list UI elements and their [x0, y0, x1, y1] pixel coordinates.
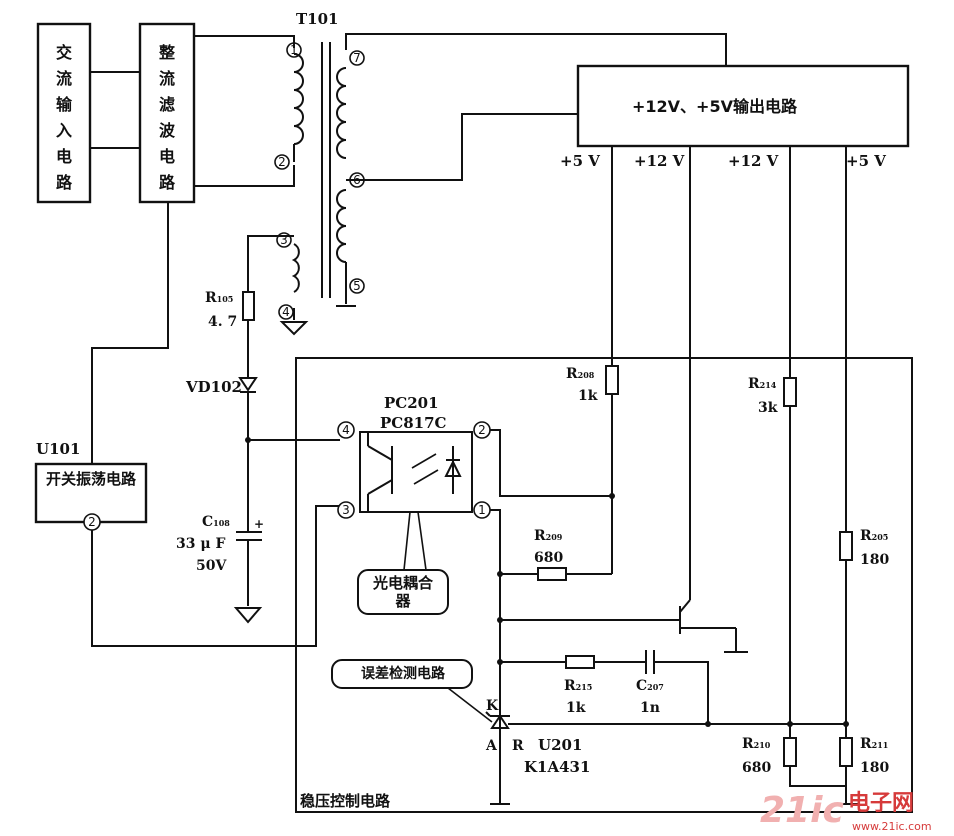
- r209-value: 680: [534, 550, 563, 566]
- r214-value: 3k: [758, 400, 778, 416]
- output-box: [576, 64, 910, 148]
- r209-resistor: [537, 567, 567, 581]
- r211-name: R211: [860, 736, 888, 752]
- r214-resistor: [783, 377, 797, 407]
- r105-value: 4. 7: [208, 314, 237, 330]
- u201-symbol: [490, 714, 510, 729]
- r215-name: R215: [564, 678, 592, 694]
- c108-value2: 50V: [196, 558, 227, 574]
- r210-value: 680: [742, 760, 771, 776]
- r208-name: R208: [566, 366, 595, 382]
- ground-symbol-aux: [279, 321, 309, 336]
- watermark: 21ic 电子网 www.21ic.com: [760, 790, 932, 833]
- switch-osc-label: 开关振荡电路: [46, 470, 137, 488]
- r209-name: R209: [534, 528, 563, 544]
- c207-value: 1n: [640, 700, 660, 716]
- optocoupler-note-box: [357, 569, 449, 615]
- r205-resistor: [839, 531, 853, 561]
- output-rail-3: +12 V: [728, 152, 779, 170]
- pc201-name: PC201: [384, 394, 439, 412]
- svg-text:+: +: [254, 517, 264, 531]
- u201-r: R: [512, 738, 524, 754]
- optocoupler-note-label: 光电耦合器: [372, 574, 433, 610]
- regulator-frame: [295, 357, 913, 813]
- secondary-winding-lower: [336, 189, 347, 263]
- pc201-part: PC817C: [380, 414, 447, 432]
- pin-2: 2: [278, 155, 286, 169]
- ac-input-box: [36, 22, 92, 204]
- secondary-winding-upper: [336, 67, 347, 159]
- output-rail-4: +5 V: [846, 152, 886, 170]
- pc201-pin-4: 4: [342, 423, 350, 437]
- pin-1: 1: [290, 43, 298, 57]
- aux-winding: [291, 243, 300, 293]
- output-rail-2: +12 V: [634, 152, 685, 170]
- primary-winding: [293, 53, 304, 145]
- vd102-label: VD102: [185, 378, 242, 396]
- watermark-url: www.21ic.com: [852, 820, 932, 833]
- u201-part: K1A431: [524, 758, 590, 776]
- r215-value: 1k: [566, 700, 586, 716]
- u101-label: U101: [36, 440, 80, 458]
- pin-7: 7: [353, 51, 361, 65]
- r205-name: R205: [860, 528, 888, 544]
- r105-name: R105: [205, 290, 233, 306]
- r208-value: 1k: [578, 388, 598, 404]
- u201-a: A: [485, 738, 498, 754]
- r105-resistor: [242, 291, 255, 321]
- switch-osc-pin: 2: [88, 515, 96, 529]
- vd102-diode: [238, 377, 258, 392]
- pc201-pin-3: 3: [342, 503, 350, 517]
- c108-value1: 33 μ F: [176, 536, 225, 552]
- u201-k: K: [486, 698, 499, 714]
- pc201-pin-2: 2: [478, 423, 486, 437]
- u201-name: U201: [538, 736, 582, 754]
- r208-resistor: [605, 365, 619, 395]
- r210-name: R210: [742, 736, 771, 752]
- output-rail-1: +5 V: [560, 152, 600, 170]
- watermark-brand: 21ic: [760, 790, 844, 831]
- regulator-label: 稳压控制电路: [300, 792, 391, 810]
- error-detect-label: 误差检测电路: [361, 666, 445, 682]
- pin-5: 5: [353, 279, 361, 293]
- pin-3: 3: [280, 233, 288, 247]
- watermark-suffix: 电子网: [848, 791, 914, 816]
- c207-name: C207: [636, 678, 664, 694]
- r215-resistor: [565, 655, 595, 669]
- pin-4: 4: [282, 305, 290, 319]
- r210-resistor: [783, 737, 797, 767]
- pc201-pin-1: 1: [478, 503, 486, 517]
- ground-symbol-c108: [233, 607, 263, 624]
- r214-name: R214: [748, 376, 777, 392]
- switch-osc-box: [34, 462, 148, 524]
- output-label: +12V、+5V输出电路: [632, 97, 798, 116]
- r205-value: 180: [860, 552, 889, 568]
- r211-resistor: [839, 737, 853, 767]
- ac-input-label-vertical: 交流输入电路: [55, 43, 72, 192]
- transformer-label: T101: [296, 10, 338, 28]
- rectifier-label: 整流滤波电路: [158, 43, 175, 192]
- error-detect-box: [331, 659, 473, 689]
- rectifier-box: [138, 22, 196, 204]
- c108-name: C108: [202, 514, 230, 530]
- pc201-body: [359, 431, 473, 513]
- r211-value: 180: [860, 760, 889, 776]
